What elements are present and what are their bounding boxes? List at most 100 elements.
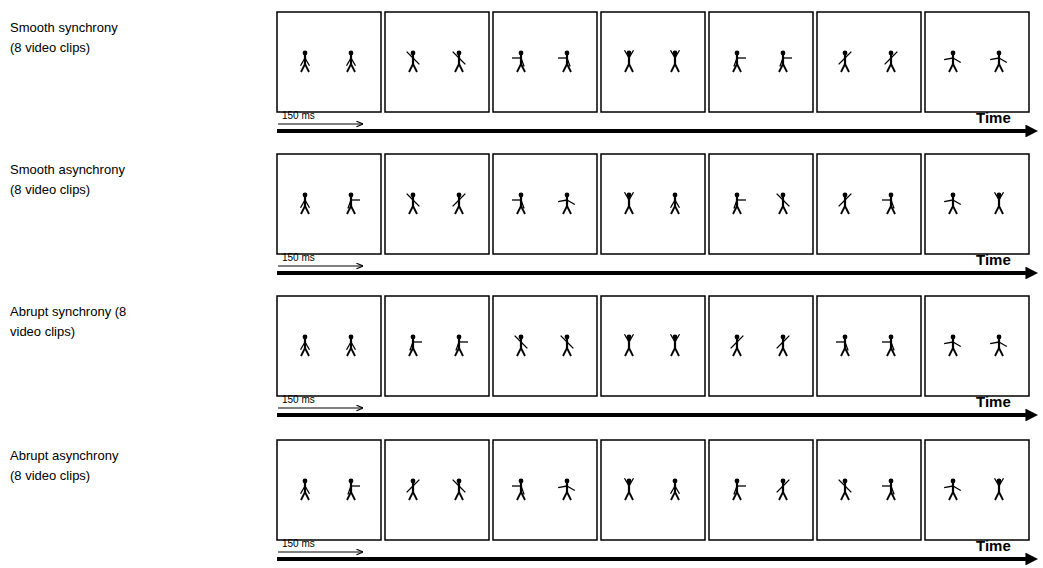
stick-figure xyxy=(301,335,310,356)
condition-row xyxy=(277,296,1029,415)
stick-figure xyxy=(558,479,575,500)
stick-figure xyxy=(453,193,466,214)
stick-figure xyxy=(512,51,525,72)
video-frame xyxy=(277,296,381,396)
stick-figure xyxy=(882,335,895,356)
stick-figure xyxy=(561,335,574,356)
video-frame xyxy=(385,154,489,254)
stick-figure xyxy=(839,193,852,214)
interval-label: 150 ms xyxy=(282,110,315,122)
stick-figure xyxy=(777,193,790,214)
video-frame xyxy=(493,154,597,254)
stick-figure xyxy=(944,193,961,214)
axis-label: Time xyxy=(976,393,1011,411)
condition-label: Smooth asynchrony (8 video clips) xyxy=(10,160,131,200)
stick-figure xyxy=(347,479,360,500)
stick-figure xyxy=(347,51,356,72)
stick-figure xyxy=(779,51,792,72)
video-frame xyxy=(817,12,921,112)
video-frame xyxy=(493,440,597,540)
interval-arrow xyxy=(278,552,362,553)
stick-figure xyxy=(733,51,746,72)
condition-label: Smooth synchrony (8 video clips) xyxy=(10,18,131,58)
stick-figure xyxy=(671,479,680,500)
interval-arrow xyxy=(278,124,362,125)
stick-figure xyxy=(777,479,790,500)
stick-figure xyxy=(731,335,744,356)
stick-figure xyxy=(990,51,1007,72)
stick-figure xyxy=(671,50,680,72)
interval-label: 150 ms xyxy=(282,252,315,264)
interval-label: 150 ms xyxy=(282,538,315,550)
condition-label: Abrupt asynchrony (8 video clips) xyxy=(10,446,131,486)
stick-figure xyxy=(409,335,422,356)
condition-label: Abrupt synchrony (8 video clips) xyxy=(10,302,131,342)
video-frame xyxy=(601,296,705,396)
video-frame xyxy=(817,440,921,540)
stick-figure xyxy=(453,479,466,500)
stick-figure xyxy=(625,50,634,72)
axis-label: Time xyxy=(976,109,1011,127)
stick-figure xyxy=(839,479,852,500)
video-frame xyxy=(925,440,1029,540)
time-axis-arrow xyxy=(277,271,1028,275)
stick-figure xyxy=(407,193,420,214)
video-frame xyxy=(709,440,813,540)
stick-figure xyxy=(671,193,680,214)
stick-figure xyxy=(558,193,575,214)
stick-figure xyxy=(453,51,466,72)
video-frame xyxy=(385,296,489,396)
stick-figure xyxy=(625,192,634,214)
video-frame xyxy=(277,12,381,112)
stick-figure xyxy=(944,51,961,72)
video-frame xyxy=(277,440,381,540)
stick-figure xyxy=(990,335,1007,356)
interval-arrow xyxy=(278,266,362,267)
time-axis-arrow xyxy=(277,413,1028,417)
stick-figure xyxy=(512,479,525,500)
stick-figure xyxy=(836,335,849,356)
video-frame xyxy=(709,12,813,112)
stick-figure xyxy=(733,193,746,214)
video-frame xyxy=(277,154,381,254)
axis-label: Time xyxy=(976,251,1011,269)
video-frame xyxy=(385,12,489,112)
video-frame xyxy=(601,12,705,112)
video-frame xyxy=(817,296,921,396)
stick-figure xyxy=(733,479,746,500)
stick-figure xyxy=(301,193,310,214)
stick-figure xyxy=(995,478,1004,500)
stick-figure xyxy=(347,335,356,356)
interval-label: 150 ms xyxy=(282,394,315,406)
stick-figure xyxy=(515,335,528,356)
stick-figure xyxy=(407,51,420,72)
stick-figure xyxy=(777,335,790,356)
video-frame xyxy=(601,440,705,540)
video-frame xyxy=(709,154,813,254)
stick-figure xyxy=(671,334,680,356)
video-frame xyxy=(925,154,1029,254)
video-frame xyxy=(709,296,813,396)
stick-figure xyxy=(625,478,634,500)
video-frame xyxy=(601,154,705,254)
stick-figure xyxy=(995,192,1004,214)
stick-figure xyxy=(347,193,360,214)
stick-figure xyxy=(512,193,525,214)
video-frame xyxy=(925,296,1029,396)
stick-figure xyxy=(625,334,634,356)
video-frame xyxy=(925,12,1029,112)
stick-figure xyxy=(301,479,310,500)
stick-figure xyxy=(882,193,895,214)
stick-figure xyxy=(407,479,420,500)
stick-figure xyxy=(944,479,961,500)
stick-figure xyxy=(455,335,468,356)
axis-label: Time xyxy=(976,537,1011,555)
video-frame xyxy=(385,440,489,540)
video-frame xyxy=(493,296,597,396)
condition-row xyxy=(277,154,1029,273)
time-axis-arrow xyxy=(277,557,1028,561)
stick-figure xyxy=(301,51,310,72)
video-frame xyxy=(817,154,921,254)
video-frame xyxy=(493,12,597,112)
